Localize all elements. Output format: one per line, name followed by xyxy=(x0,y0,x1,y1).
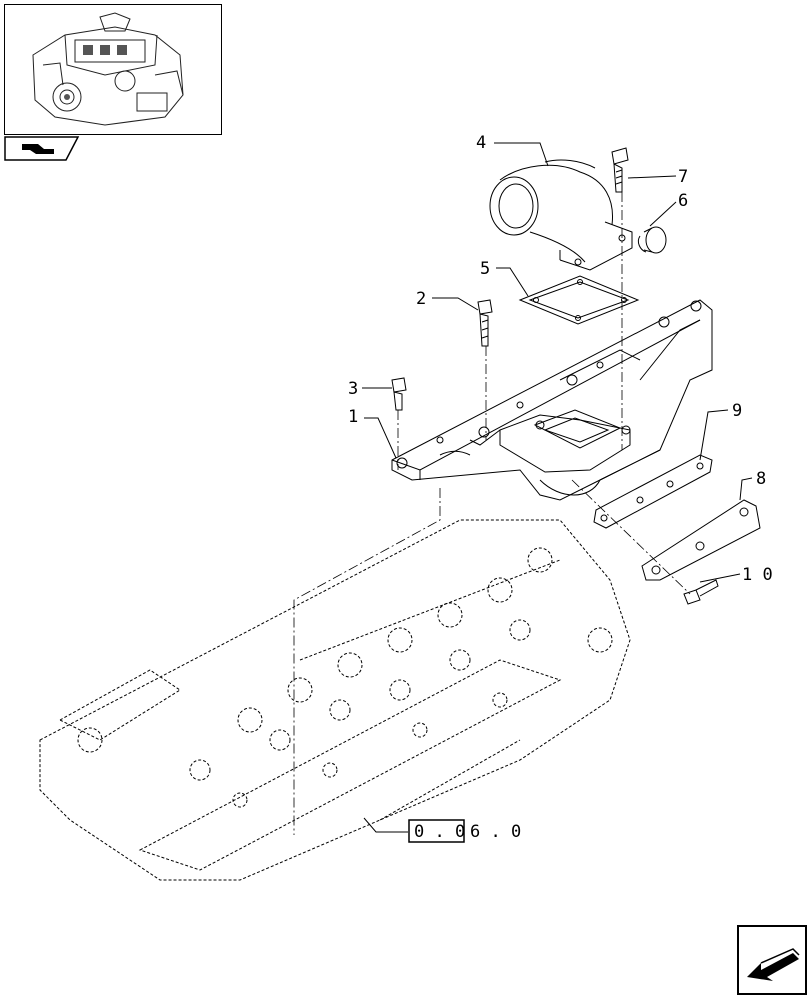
reference-rest-text: 6 . 0 xyxy=(470,822,521,842)
part-8-plate[interactable] xyxy=(641,499,761,581)
part-6-plug[interactable] xyxy=(637,226,667,254)
tractor-icon xyxy=(22,144,54,154)
callout-7: 7 xyxy=(678,167,688,187)
engine-thumbnail-drawing xyxy=(32,12,184,126)
part-7-bolt[interactable] xyxy=(611,147,629,193)
part-5-gasket[interactable] xyxy=(518,275,640,325)
next-page-button[interactable] xyxy=(737,925,807,1000)
reference-boxed-text: 0 . 0 xyxy=(414,822,465,842)
callout-1: 1 xyxy=(348,407,358,427)
cylinder-head-reference xyxy=(39,519,631,881)
navigation-arrow-icon xyxy=(737,925,807,995)
part-3-bolt[interactable] xyxy=(391,377,407,411)
callout-4: 4 xyxy=(476,133,486,153)
part-2-bolt[interactable] xyxy=(477,299,493,347)
callout-5: 5 xyxy=(480,259,490,279)
callout-10: 1 0 xyxy=(742,565,773,585)
reference-box xyxy=(408,819,465,843)
leader-lines xyxy=(362,142,753,833)
section-reference[interactable]: 0 . 0 6 . 0 xyxy=(408,819,521,843)
section-tab[interactable] xyxy=(4,136,80,167)
alignment-lines xyxy=(293,192,691,835)
callout-6: 6 xyxy=(678,191,688,211)
section-tab-shape xyxy=(4,136,80,161)
part-1-manifold[interactable] xyxy=(391,299,713,501)
callout-9: 9 xyxy=(732,401,742,421)
part-4-elbow[interactable] xyxy=(489,159,633,271)
callout-3: 3 xyxy=(348,379,358,399)
callout-8: 8 xyxy=(756,469,766,489)
callout-2: 2 xyxy=(416,289,426,309)
part-9-gasket[interactable] xyxy=(593,454,713,529)
part-10-bolt[interactable] xyxy=(683,579,719,605)
engine-thumbnail xyxy=(4,4,222,135)
